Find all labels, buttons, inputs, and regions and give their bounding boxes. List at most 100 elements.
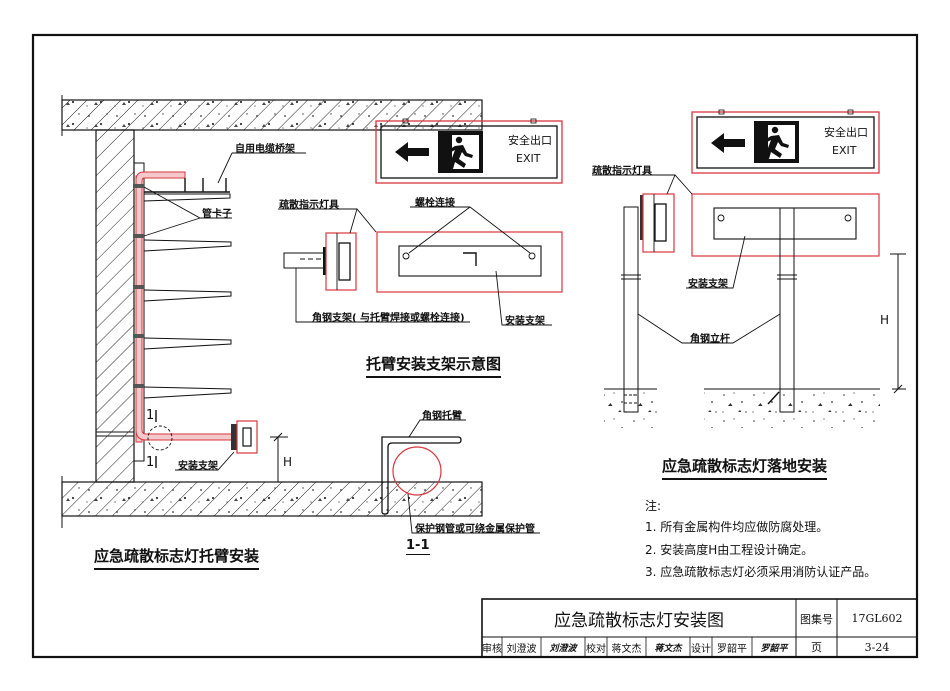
cantilever-arm [143, 337, 232, 350]
sign-hanger [718, 109, 725, 115]
arrow-left-icon [395, 142, 429, 162]
light-fixture-lamp [242, 427, 252, 447]
leader-pipe-clamp-2 [143, 217, 201, 237]
angle-arm-profile [381, 436, 462, 515]
pipe-clamps [133, 184, 144, 388]
title-bracket-diagram: 托臂安装支架示意图 [366, 353, 502, 378]
protective-pipe [392, 446, 442, 496]
note-item-2: 2. 安装高度H由工程设计确定。 [645, 543, 814, 557]
exit-sign-panel [380, 125, 558, 179]
cantilever-arm [143, 289, 232, 302]
leader-angle-bracket [295, 268, 470, 323]
leader-pipe [407, 493, 540, 534]
label-mount-bracket-mid: 安装支架 [505, 316, 545, 327]
label-height-right: H [880, 313, 890, 327]
mount-bracket-plate [398, 245, 542, 277]
cantilever-arm [143, 239, 232, 252]
cantilever-arm [143, 386, 232, 399]
running-man-icon [754, 121, 799, 163]
wall [95, 129, 135, 483]
light-fixture-small [236, 420, 258, 454]
label-pipe-clamp: 管卡子 [202, 209, 232, 220]
leader-angle-post [637, 313, 781, 344]
vertical-rail [133, 162, 145, 462]
right-view-floor-install [592, 109, 906, 428]
note-item-1: 1. 所有金属构件均应做防腐处理。 [645, 520, 829, 534]
conduit-vertical [135, 175, 143, 443]
atlas-label: 图集号 [800, 612, 833, 626]
title-block [481, 598, 918, 658]
sign-hanger [847, 109, 854, 115]
section-circle [147, 425, 173, 451]
page-number: 3-24 [864, 640, 890, 654]
angle-post-left [623, 206, 639, 413]
bolt-hole [844, 214, 852, 222]
label-light-fixture-mid: 疏散指示灯具 [279, 200, 339, 211]
title-cantilever-install: 应急疏散标志灯托臂安装 [94, 545, 260, 570]
pipe-clamp [133, 384, 144, 388]
reviewer-name: 刘澄波 [506, 643, 537, 655]
bracket-plate [640, 195, 643, 240]
label-angle-arm: 角钢托臂 [422, 411, 462, 422]
leader-mount-bracket [686, 235, 746, 289]
label-mount-bracket-left: 安装支架 [178, 461, 218, 472]
exit-sign-panel [696, 116, 875, 169]
exit-sign-outline [375, 120, 563, 184]
leader-bolt-right [469, 206, 531, 254]
label-angle-post: 角钢立杆 [690, 334, 730, 345]
cantilever-arms [143, 239, 232, 399]
middle-view-bracket-diagram [278, 118, 563, 326]
label-angle-bracket: 角钢支架( 与托臂焊接或螺栓连接) [312, 313, 465, 324]
leader-light-fixture [278, 208, 377, 233]
design-label: 设计 [691, 643, 711, 655]
bolt-hole [402, 252, 410, 260]
post-brace [767, 391, 780, 405]
light-fixture-front [376, 231, 563, 293]
atlas-number: 17GL602 [851, 612, 903, 625]
sheet-border [31, 33, 919, 659]
mount-bracket-plate [713, 207, 857, 240]
leader-light-fixture [592, 174, 693, 195]
title-floor-install: 应急疏散标志灯落地安装 [662, 455, 828, 480]
ceiling-slab-texture [62, 100, 482, 130]
soil-left [604, 390, 657, 428]
exit-sign-cn: 安全出口 [508, 134, 552, 147]
leader-mount-bracket [175, 451, 235, 471]
drawing-title: 应急疏散标志灯安装图 [554, 611, 724, 631]
reviewer-signature: 刘澄波 [549, 643, 577, 654]
angle-profile [463, 252, 477, 266]
leader-angle-arm [408, 419, 466, 438]
conduit-bend-top [135, 171, 186, 183]
angle-bracket-stub [283, 252, 325, 269]
leader-mount-bracket [495, 270, 552, 326]
leader-cable-tray-arrow [217, 152, 233, 184]
label-bolt-connection: 螺栓连接 [415, 198, 455, 209]
designer-name: 罗韶平 [717, 643, 747, 655]
fixture-lamp [654, 203, 667, 242]
label-mount-bracket-right: 安装支架 [688, 279, 728, 290]
pipe-clamp [133, 184, 144, 188]
label-cable-tray: 自用电缆桥架 [235, 144, 295, 155]
left-view-cantilever-install [61, 95, 483, 528]
pipe-clamp [133, 234, 144, 238]
floor-slab-texture [62, 482, 482, 516]
page-label: 页 [811, 641, 822, 654]
label-light-fixture-right: 疏散指示灯具 [592, 166, 652, 177]
pipe-clamp [133, 285, 144, 289]
label-protective-pipe: 保护钢管或可绕金属保护管 [415, 524, 535, 535]
soil-right [704, 390, 880, 428]
bolt-hole [717, 214, 725, 222]
fixture-lamp [338, 242, 351, 281]
leader-bolt-left [408, 206, 471, 254]
exit-sign-en: EXIT [516, 152, 541, 165]
sign-hanger [530, 118, 537, 124]
light-fixture-front [691, 193, 880, 257]
exit-sign-outline [691, 111, 880, 174]
bolt-hole [528, 252, 536, 260]
note-item-3: 3. 应急疏散标志灯必须采用消防认证产品。 [645, 565, 877, 579]
light-fixture-side [642, 193, 675, 253]
bracket-plate [323, 247, 326, 275]
section-1-1-view [381, 419, 540, 534]
checker-signature: 蒋文杰 [654, 643, 682, 654]
